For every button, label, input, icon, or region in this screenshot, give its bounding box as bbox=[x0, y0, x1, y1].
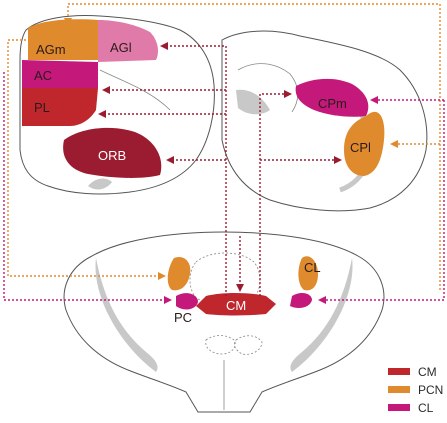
region-pl-label: PL bbox=[34, 100, 50, 115]
region-agm bbox=[28, 19, 98, 60]
region-agl-label: AGl bbox=[110, 40, 132, 55]
region-cm-label: CM bbox=[226, 298, 246, 313]
arrow-pcn-to-agm bbox=[64, 3, 441, 290]
frontal-ventricle-gray bbox=[88, 178, 112, 190]
striatal-ventricle-gray bbox=[236, 89, 270, 115]
region-cpm bbox=[295, 78, 369, 117]
region-cpl bbox=[344, 111, 385, 176]
arrow-cl-right bbox=[318, 100, 445, 304]
region-pcn-right bbox=[298, 256, 318, 291]
region-pl bbox=[22, 88, 98, 126]
region-cpl-label: CPl bbox=[350, 140, 371, 155]
region-cm bbox=[196, 293, 276, 316]
frontal-midline bbox=[99, 69, 171, 111]
lower-dotted-nuclei bbox=[205, 335, 263, 355]
region-cl-left bbox=[176, 293, 198, 310]
region-ac bbox=[22, 60, 98, 88]
region-pcn-left bbox=[167, 256, 191, 291]
legend-swatch-cl bbox=[388, 404, 410, 411]
region-orb bbox=[63, 127, 162, 178]
legend-label-pcn: PCN bbox=[418, 383, 443, 397]
region-cpm-label: CPm bbox=[318, 96, 347, 111]
legend-swatch-cm bbox=[388, 368, 410, 375]
legend-label-cl: CL bbox=[418, 401, 434, 415]
frontal-section: AGm AGl AC PL ORB bbox=[19, 15, 215, 195]
legend: CM PCN CL bbox=[388, 365, 443, 415]
legend-label-cm: CM bbox=[418, 365, 437, 379]
striatal-section: CPm CPl bbox=[221, 30, 428, 212]
arrow-cl-loop bbox=[3, 72, 172, 304]
region-pc-label: PC bbox=[174, 310, 192, 325]
striatal-inner-curve bbox=[237, 63, 299, 113]
region-ac-label: AC bbox=[34, 68, 52, 83]
striatal-section-outline bbox=[221, 30, 428, 212]
thalamic-section: CL PC CM bbox=[63, 231, 385, 413]
region-agl bbox=[98, 20, 158, 62]
left-ventricle-band bbox=[95, 258, 158, 372]
region-cl-label: CL bbox=[304, 260, 321, 275]
region-cl-right bbox=[290, 293, 312, 308]
thalamic-section-outline bbox=[63, 231, 385, 413]
region-orb-label: ORB bbox=[98, 148, 126, 163]
right-ventricle-band bbox=[290, 258, 353, 372]
arrow-cm-to-agl bbox=[160, 42, 227, 296]
arrow-cm-to-cpm bbox=[259, 90, 292, 296]
legend-swatch-pcn bbox=[388, 386, 410, 393]
projection-arrows bbox=[3, 3, 445, 304]
region-agm-label: AGm bbox=[36, 42, 66, 57]
arrow-left-loop-pcn bbox=[7, 39, 166, 280]
